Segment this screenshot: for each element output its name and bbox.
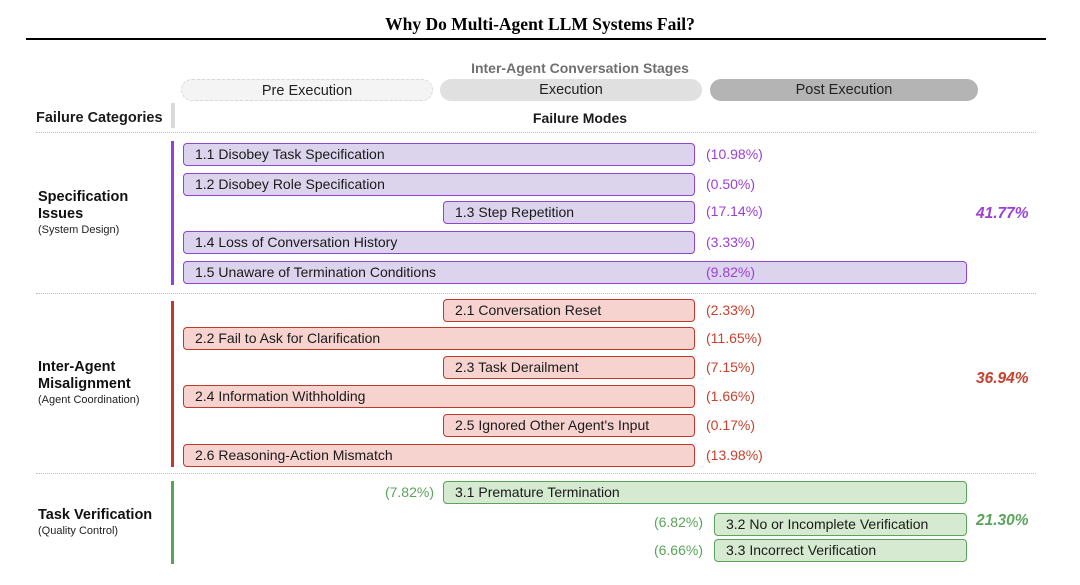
category-total-misalign: 36.94% (976, 370, 1029, 387)
category-subtitle-verif: (Quality Control) (38, 525, 119, 537)
failure-modes-header: Failure Modes (532, 110, 628, 126)
stages-heading: Inter-Agent Conversation Stages (471, 60, 689, 76)
spec-issues-bar (171, 141, 174, 285)
failure-mode-pct: (17.14%) (706, 203, 763, 219)
failure-mode-pct: (9.82%) (706, 264, 756, 280)
category-total-verif: 21.30% (976, 512, 1029, 529)
header-divider (171, 103, 175, 128)
stage-post-execution: Post Execution (710, 79, 978, 101)
category-title-line: Misalignment (38, 376, 131, 392)
category-title-line: Issues (38, 206, 84, 222)
category-subtitle-spec: (System Design) (38, 224, 120, 236)
category-title-misalign: Inter-Agent Misalignment (38, 359, 131, 393)
failure-mode-1-5: 1.5 Unaware of Termination Conditions (183, 261, 967, 284)
failure-categories-header: Failure Categories (36, 110, 163, 126)
failure-mode-pct: (0.50%) (706, 176, 756, 192)
section-divider (36, 473, 1036, 474)
failure-mode-pct: (6.82%) (653, 514, 703, 530)
failure-mode-pct: (0.17%) (706, 417, 756, 433)
category-title-line: Task Verification (38, 507, 153, 523)
diagram-title: Why Do Multi-Agent LLM Systems Fail? (385, 14, 695, 34)
category-title-verif: Task Verification (38, 507, 152, 524)
failure-mode-pct: (3.33%) (706, 234, 756, 250)
category-title-spec: Specification Issues (38, 189, 128, 223)
failure-mode-pct: (2.33%) (706, 302, 756, 318)
failure-mode-3-1: 3.1 Premature Termination (443, 481, 967, 504)
section-divider (36, 293, 1036, 294)
failure-mode-2-2: 2.2 Fail to Ask for Clarification (183, 327, 695, 350)
category-title-line: Specification (38, 189, 129, 205)
failure-mode-1-4: 1.4 Loss of Conversation History (183, 231, 695, 254)
failure-mode-pct: (6.66%) (653, 542, 703, 558)
failure-mode-pct: (10.98%) (706, 146, 763, 162)
failure-mode-pct: (1.66%) (706, 388, 756, 404)
stage-execution: Execution (440, 79, 702, 101)
failure-mode-2-3: 2.3 Task Derailment (443, 356, 695, 379)
failure-mode-1-1: 1.1 Disobey Task Specification (183, 143, 695, 166)
category-subtitle-misalign: (Agent Coordination) (38, 394, 140, 406)
failure-mode-pct: (13.98%) (706, 447, 763, 463)
failure-mode-2-4: 2.4 Information Withholding (183, 385, 695, 408)
failure-mode-pct: (7.15%) (706, 359, 756, 375)
failure-mode-3-2: 3.2 No or Incomplete Verification (714, 513, 967, 536)
failure-mode-pct: (7.82%) (384, 484, 434, 500)
misalignment-bar (171, 301, 174, 467)
category-total-spec: 41.77% (976, 205, 1029, 222)
failure-mode-pct: (11.65%) (706, 330, 762, 346)
failure-mode-1-2: 1.2 Disobey Role Specification (183, 173, 695, 196)
category-title-line: Inter-Agent (38, 359, 116, 375)
stage-pre-execution: Pre Execution (181, 79, 433, 101)
failure-mode-1-3: 1.3 Step Repetition (443, 201, 695, 224)
failure-mode-2-5: 2.5 Ignored Other Agent's Input (443, 414, 695, 437)
section-divider (36, 132, 1036, 133)
verification-bar (171, 481, 174, 564)
failure-mode-3-3: 3.3 Incorrect Verification (714, 539, 967, 562)
title-rule (26, 38, 1046, 40)
failure-mode-2-6: 2.6 Reasoning-Action Mismatch (183, 444, 695, 467)
failure-mode-2-1: 2.1 Conversation Reset (443, 299, 695, 322)
